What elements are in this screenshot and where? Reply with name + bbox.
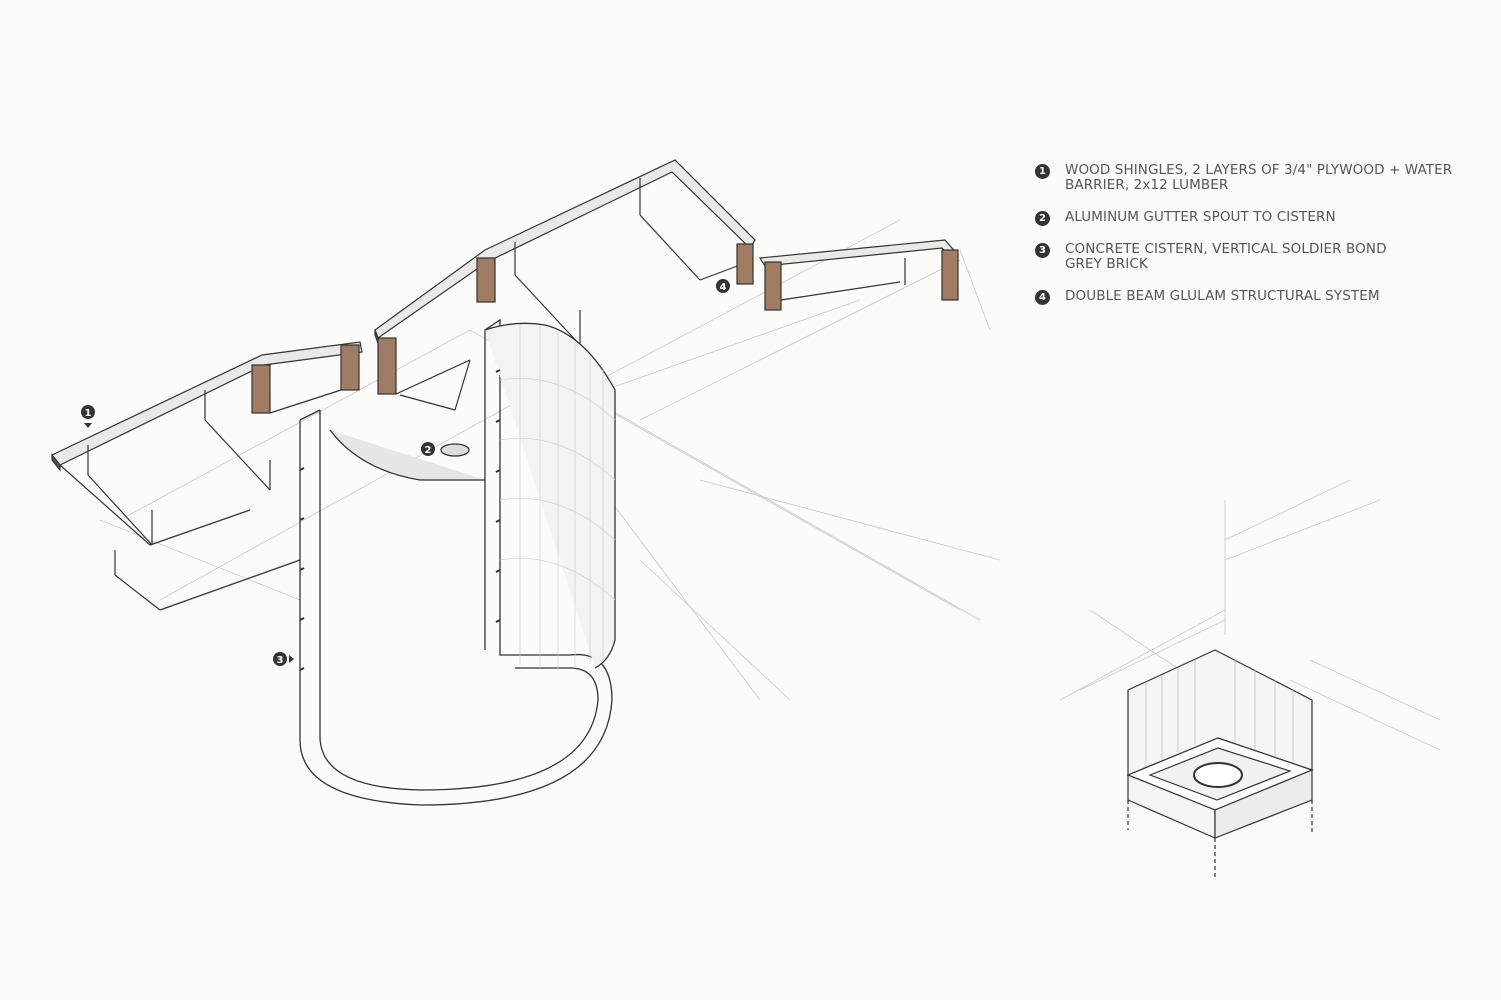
legend-number-3: 3 — [1035, 243, 1050, 258]
cistern — [299, 318, 616, 806]
legend-number-2: 2 — [1035, 211, 1050, 226]
callout-4-label: 4 — [720, 282, 727, 293]
callout-markers: 1 2 3 4 — [81, 279, 730, 666]
callout-3-marker — [273, 652, 287, 666]
legend-number-4: 4 — [1035, 290, 1050, 305]
callout-4-marker — [716, 279, 730, 293]
cistern-detail — [1059, 479, 1441, 878]
legend-item-4: 4 DOUBLE BEAM GLULAM STRUCTURAL SYSTEM — [1035, 288, 1475, 305]
legend-item-2: 2 ALUMINUM GUTTER SPOUT TO CISTERN — [1035, 209, 1475, 226]
roof-assembly — [51, 159, 959, 611]
callout-3-label: 3 — [277, 655, 284, 666]
legend-number-1: 1 — [1035, 164, 1050, 179]
callout-1-marker — [81, 405, 95, 419]
legend: 1 WOOD SHINGLES, 2 LAYERS OF 3/4" PLYWOO… — [1035, 163, 1475, 321]
callout-1-label: 1 — [85, 408, 92, 419]
legend-text-4: DOUBLE BEAM GLULAM STRUCTURAL SYSTEM — [1065, 288, 1380, 304]
legend-item-1: 1 WOOD SHINGLES, 2 LAYERS OF 3/4" PLYWOO… — [1035, 163, 1475, 193]
legend-text-3: CONCRETE CISTERN, VERTICAL SOLDIER BOND … — [1065, 241, 1387, 272]
legend-text-1: WOOD SHINGLES, 2 LAYERS OF 3/4" PLYWOOD … — [1065, 162, 1453, 193]
legend-text-2: ALUMINUM GUTTER SPOUT TO CISTERN — [1065, 209, 1336, 225]
callout-2-label: 2 — [425, 445, 432, 456]
legend-item-3: 3 CONCRETE CISTERN, VERTICAL SOLDIER BON… — [1035, 242, 1475, 272]
callout-2-marker — [421, 442, 435, 456]
